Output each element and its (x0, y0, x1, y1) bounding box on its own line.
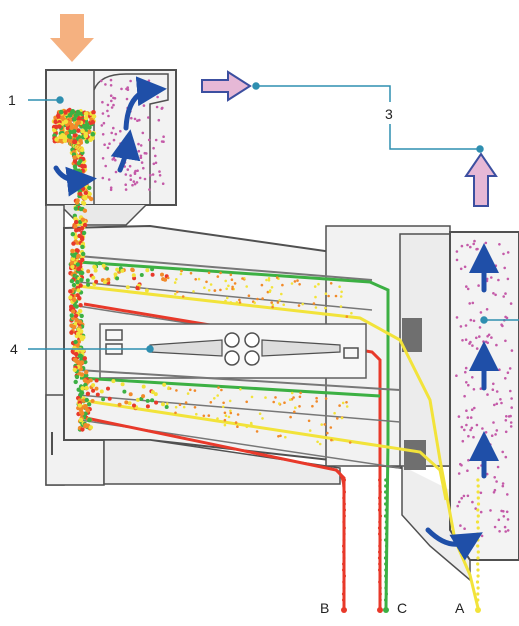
dark-block-lower (404, 440, 426, 470)
upper-yellow-line (77, 284, 412, 361)
upper-green-line (77, 260, 390, 609)
airflow-arrow-icon (53, 76, 499, 561)
air-up-arrow-icon (464, 152, 498, 207)
leader-lines (28, 82, 519, 353)
callout-label-3: 3 (385, 106, 393, 122)
dark-block (402, 318, 422, 352)
outlet-label-c: C (397, 600, 407, 616)
particle-field (51, 78, 514, 602)
callout-label-4: 4 (10, 341, 18, 357)
cyclone-outline (93, 73, 169, 205)
upper-deck-top (77, 255, 373, 281)
screen-decks (77, 255, 480, 609)
lower-yellow-line (79, 398, 448, 501)
outlet-endpoints (341, 607, 481, 613)
outlet-label-b: B (320, 600, 329, 616)
lower-deck-mid (77, 394, 401, 423)
feed-arrow-icon (50, 14, 94, 62)
leader-3 (256, 85, 480, 150)
air-column (449, 231, 519, 561)
callout-label-1: 1 (8, 92, 16, 108)
air-exhaust-arrow-icon (201, 70, 252, 102)
drive-mechanism (99, 323, 367, 379)
outlet-label-a: A (455, 600, 465, 616)
yellow-to-air-column (408, 359, 480, 609)
lower-deck-top (77, 369, 401, 391)
lower-green-line (79, 376, 381, 398)
